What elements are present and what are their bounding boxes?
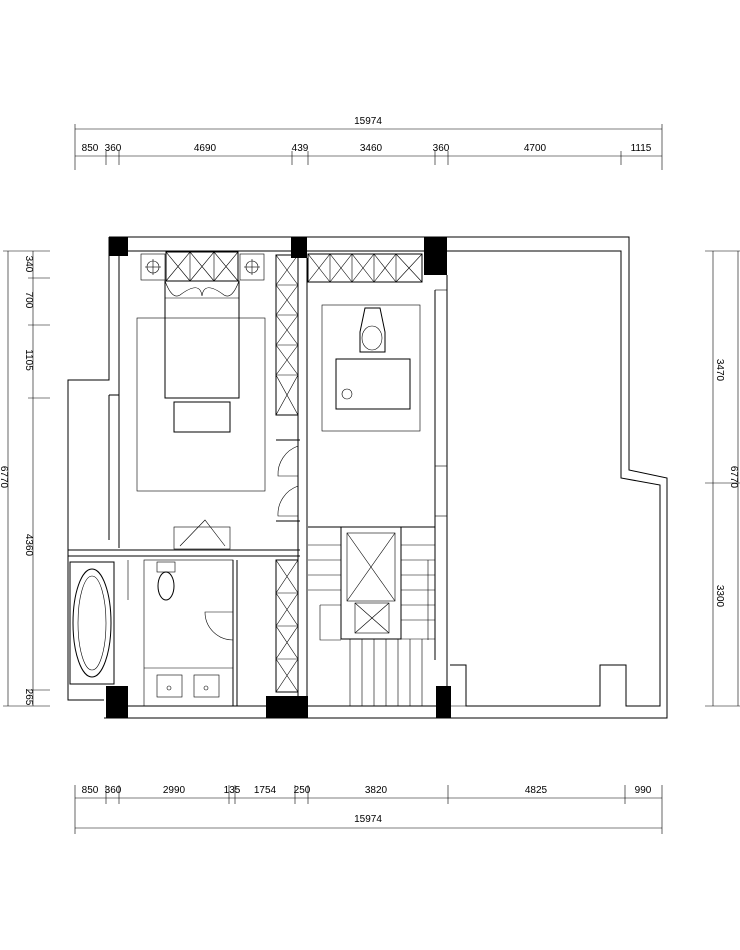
left-seg-1: 340 [23,256,34,273]
top-seg-2: 360 [105,143,122,154]
bottom-seg-4: 135 [224,785,241,796]
wardrobe-upper [275,254,299,416]
study-rug [321,304,421,432]
left-seg-3: 1105 [23,349,34,371]
wardrobe [275,251,308,706]
right-seg-2: 3300 [714,585,725,608]
top-seg-1: 850 [82,143,99,154]
bottom-seg-3: 2990 [163,785,186,796]
staircase [308,526,435,706]
column-bottom-right [436,686,451,718]
left-total-label: 6770 [0,466,9,489]
study [307,253,448,686]
nightstand-right [239,253,265,281]
terrace [448,705,466,718]
nightstand-left [140,253,166,281]
bookshelf-top [307,253,423,283]
column-top-right [424,237,447,275]
stair-well [340,526,402,640]
left-seg-5: 265 [23,689,34,706]
top-seg-3: 4690 [194,143,217,154]
toilet-bowl [157,571,175,601]
desk [335,358,411,410]
left-seg-4: 4360 [23,534,34,557]
column-top-left [109,237,128,256]
top-total-label: 15974 [354,116,382,127]
bottom-seg-9: 990 [635,785,652,796]
right-total-label: 6770 [728,466,739,489]
top-seg-6: 360 [433,143,450,154]
structural-columns [106,237,451,718]
bottom-seg-7: 3820 [365,785,388,796]
basin-right [193,674,220,698]
basin-left [156,674,183,698]
bed-bench [173,401,231,433]
right-seg-1: 3470 [714,359,725,382]
desk-chair [359,307,386,353]
bathroom [69,559,238,707]
column-bottom-left [106,686,128,718]
top-seg-8: 1115 [631,143,652,154]
bathtub [69,561,115,685]
bottom-seg-2: 360 [105,785,122,796]
left-dimension-chain: 340 700 1105 4360 265 6770 [0,250,50,707]
column-top-mid [291,237,307,258]
left-seg-2: 700 [23,292,34,309]
bed [164,280,240,399]
bedroom-rug [136,317,266,492]
top-seg-7: 4700 [524,143,547,154]
column-bottom-mid [266,696,308,718]
top-dimension-chain: 15974 850 360 4690 439 3460 360 4700 111… [74,116,663,170]
bottom-seg-1: 850 [82,785,99,796]
bottom-seg-5: 1754 [254,785,277,796]
dresser [173,526,231,550]
bedroom [68,251,300,557]
right-dimension-chain: 3470 3300 6770 [705,250,740,707]
toilet-tank [156,561,176,573]
top-seg-4: 439 [292,143,309,154]
top-seg-5: 3460 [360,143,383,154]
bottom-seg-6: 250 [294,785,311,796]
bottom-seg-8: 4825 [525,785,548,796]
exterior-walls [67,236,668,719]
bottom-total-label: 15974 [354,814,382,825]
bottom-dimension-chain: 850 360 2990 135 1754 250 3820 4825 990 … [74,785,663,834]
stair-treads [308,544,435,706]
